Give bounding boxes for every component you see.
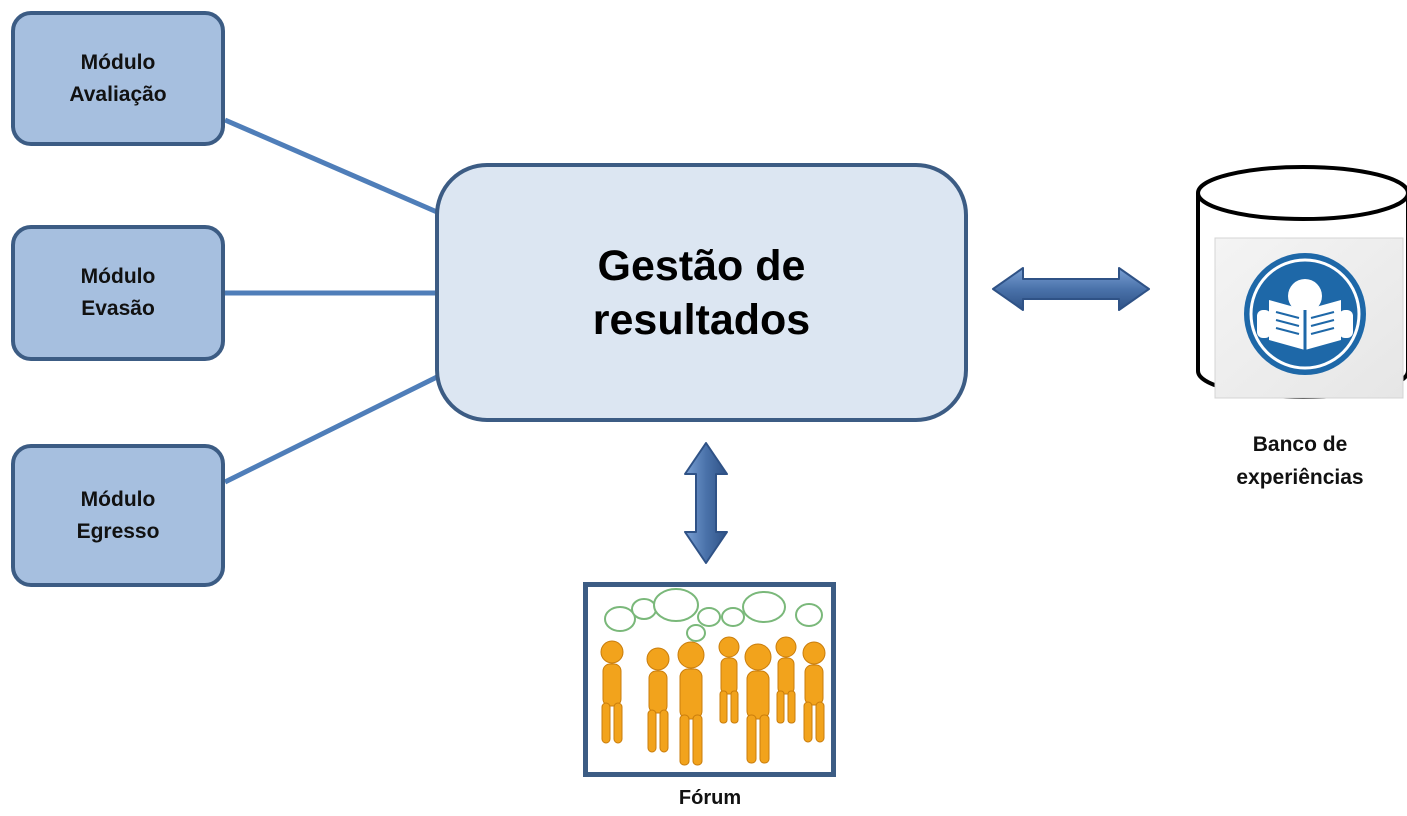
speech-bubble-4 <box>697 607 721 627</box>
module-avaliacao-line1: Módulo <box>80 50 156 74</box>
person-figure-2 <box>646 647 670 753</box>
module-egresso-line1: Módulo <box>80 487 156 511</box>
banco-line2: experiências <box>1236 466 1364 489</box>
connector-avaliacao <box>224 117 438 215</box>
double-arrow-horizontal <box>992 267 1150 311</box>
person-figure-7 <box>802 641 826 743</box>
person-figure-4 <box>718 636 740 724</box>
reading-book-icon <box>1244 253 1366 375</box>
module-avaliacao-line2: Avaliação <box>69 82 167 106</box>
person-figure-6 <box>775 636 797 724</box>
people-discussion-illustration <box>600 588 826 766</box>
speech-bubble-8 <box>686 624 706 642</box>
speech-bubble-1 <box>604 606 636 632</box>
module-evasao-box: Módulo Evasão <box>11 225 225 361</box>
person-figure-5 <box>744 643 772 764</box>
speech-bubble-2 <box>631 598 657 620</box>
module-egresso-box: Módulo Egresso <box>11 444 225 587</box>
module-evasao-line1: Módulo <box>80 265 156 288</box>
forum-label: Fórum <box>678 787 742 809</box>
double-arrow-vertical <box>684 442 728 564</box>
forum-image-frame <box>583 582 836 777</box>
gestao-resultados-line2: resultados <box>592 295 811 344</box>
gestao-resultados-line1: Gestão de <box>597 241 806 290</box>
speech-bubble-7 <box>795 603 823 627</box>
speech-bubble-6 <box>742 591 786 623</box>
connector-egresso <box>223 374 439 485</box>
banco-line1: Banco de <box>1252 433 1348 456</box>
speech-bubble-3 <box>653 588 699 622</box>
module-egresso-line2: Egresso <box>76 519 160 543</box>
person-figure-1 <box>600 640 624 744</box>
speech-bubble-5 <box>721 607 745 627</box>
module-avaliacao-box: Módulo Avaliação <box>11 11 225 146</box>
gestao-resultados-box: Gestão de resultados <box>435 163 968 422</box>
banco-experiencias-label: Banco de experiências <box>1200 428 1400 494</box>
person-figure-3 <box>677 641 705 766</box>
module-evasao-line2: Evasão <box>81 297 155 320</box>
